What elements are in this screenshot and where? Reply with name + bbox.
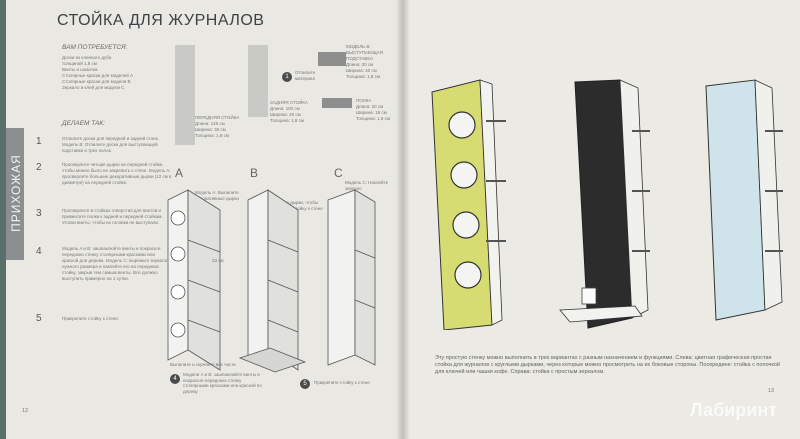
step-number: 3: [36, 208, 42, 219]
step-bubble: 4: [170, 374, 180, 384]
diagram-letter-c: C: [334, 166, 343, 180]
step-number: 4: [36, 246, 42, 257]
material-item: Столярные краски для модели B: [62, 79, 131, 84]
step-number: 5: [36, 313, 42, 324]
diagram-letter-b: B: [250, 166, 259, 180]
back-board-caption: ЗАДНЯЯ СТОЙКА Длина: 100 см Ширина: 20 с…: [270, 100, 308, 123]
diagram-note-paint: Модели A и B: зашпаклюйте винты и покрас…: [183, 372, 262, 394]
step-text: Модель A и B: зашпаклюйте винты и покрас…: [62, 246, 168, 281]
saw-caption: Отпилите материал: [295, 70, 316, 81]
stand-mirror: [705, 79, 783, 321]
diagram-note-c: Модель C: Наклейте зеркало: [345, 180, 389, 191]
front-board-caption: ПЕРЕДНЯЯ СТОЙКА Длина: 145 см Ширина: 36…: [195, 115, 240, 138]
needs-heading: ВАМ ПОТРЕБУЕТСЯ:: [62, 44, 128, 51]
page-number-right: 13: [768, 388, 775, 394]
page-number-left: 12: [22, 408, 29, 414]
stand-board-illustration: [318, 52, 346, 66]
diagram-a: [167, 189, 221, 371]
stand-yellow: [431, 79, 506, 330]
material-item: Столярные краски для моделей A: [62, 73, 133, 78]
photo-caption: Эту простую стенку можно выполнить в тре…: [435, 355, 780, 375]
diagram-note-a-bottom: Выпилите и скрепите все части: [170, 362, 236, 367]
diagram-note-a: Модель A: Выпилите декоративные дырки: [195, 190, 239, 201]
materials-list: Доски из клееного дуба толщиной 1,8 см В…: [62, 55, 182, 91]
stand-illustrations: [431, 79, 783, 330]
diagram-letter-a: A: [175, 166, 184, 180]
back-board-illustration: [248, 45, 268, 117]
material-item: Зеркало и клей для модели C: [62, 85, 125, 90]
watermark-logo: Лабиринт: [690, 400, 778, 420]
front-board-illustration: [175, 45, 195, 145]
material-item: Винты и шкантик: [62, 67, 98, 72]
page-title: СТОЙКА ДЛЯ ЖУРНАЛОВ: [57, 12, 265, 29]
diagram-c: [327, 189, 376, 366]
diagram-dimension: 23 см: [212, 258, 224, 263]
section-tab: ПРИХОЖАЯ: [6, 128, 24, 260]
step-bubble: 5: [300, 379, 310, 389]
steps-heading: ДЕЛАЕМ ТАК:: [62, 120, 105, 127]
step-bubble: 1: [282, 72, 292, 82]
material-item: Доски из клееного дуба: [62, 55, 112, 60]
section-tab-label: ПРИХОЖАЯ: [9, 154, 23, 232]
assembly-diagrams: [167, 189, 376, 373]
step-text: Прикрепите стойку к стене.: [62, 316, 119, 321]
stand-dark: [559, 79, 650, 329]
step-text: Просверлите в стойках отверстия для винт…: [62, 208, 163, 225]
step-number: 2: [36, 162, 42, 173]
step-number: 1: [36, 136, 42, 147]
step-text: Просверлите четыре дырки на передней сто…: [62, 162, 172, 185]
shelf-board-caption: ПОЛКА Длина: 20 см Ширина: 18 см Толщина…: [356, 98, 390, 121]
material-item: толщиной 1,8 см: [62, 61, 97, 66]
stand-board-caption: МОДЕЛЬ B: ВЫСТУПАЮЩАЯ ПОДСТАВКА Длина: 2…: [346, 44, 383, 79]
diagram-note-c-bottom: Прикрепите стойку к стене: [314, 380, 370, 385]
book-gutter: [396, 0, 410, 439]
step-text: Отпилите доски для передней и задней сто…: [62, 136, 159, 153]
diagram-b: [238, 189, 307, 373]
shelf-board-illustration: [322, 98, 352, 108]
